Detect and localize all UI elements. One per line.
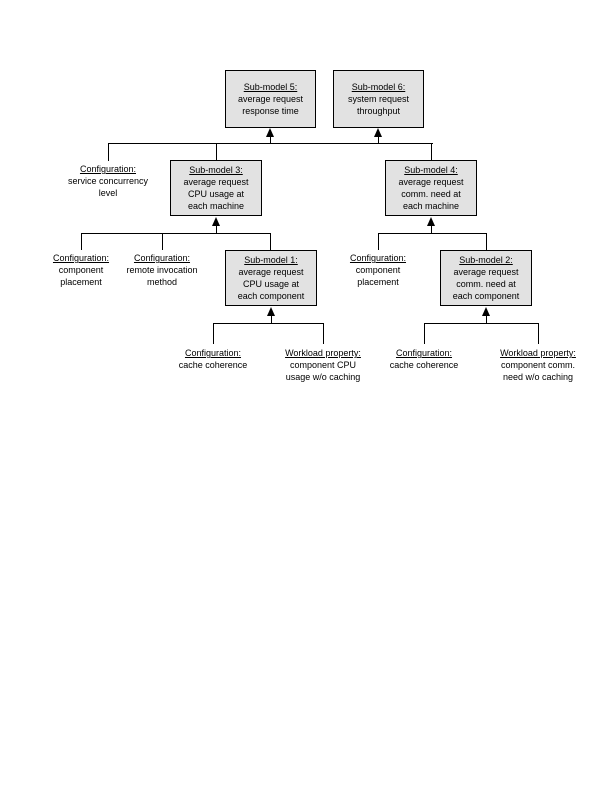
connector-line: [538, 323, 539, 344]
label-line: service concurrency: [67, 176, 149, 186]
box-line: average request: [238, 267, 304, 277]
box-line: response time: [242, 106, 299, 116]
connector-line: [216, 143, 217, 160]
label-line: need w/o caching: [502, 372, 574, 382]
label-title: Workload property:: [500, 348, 576, 358]
label-line: component: [58, 265, 104, 275]
box-title: Sub-model 4:: [404, 165, 458, 175]
label-service-concurrency: Configuration: service concurrency level: [53, 163, 163, 199]
label-line: component comm.: [500, 360, 576, 370]
connector-line: [323, 323, 324, 344]
connector-line: [431, 224, 432, 234]
box-line: average request: [453, 267, 519, 277]
box-line: each component: [452, 291, 520, 301]
box-title: Sub-model 2:: [459, 255, 513, 265]
label-title: Configuration:: [79, 164, 137, 174]
label-line: component: [355, 265, 401, 275]
arrow-up-icon: [374, 128, 382, 137]
label-cache-coherence-left: Configuration: cache coherence: [158, 347, 268, 371]
box-line: comm. need at: [456, 279, 516, 289]
label-line: placement: [357, 277, 399, 287]
arrow-up-icon: [267, 307, 275, 316]
connector-line: [213, 323, 214, 344]
arrow-up-icon: [266, 128, 274, 137]
box-line: each machine: [402, 201, 460, 211]
box-line: each machine: [187, 201, 245, 211]
connector-line: [486, 314, 487, 324]
label-component-placement-right: Configuration: component placement: [323, 252, 433, 288]
box-line: average request: [183, 177, 249, 187]
box-title: Sub-model 1:: [244, 255, 298, 265]
label-line: remote invocation: [126, 265, 198, 275]
box-sub-model-6: Sub-model 6: system request throughput: [333, 70, 424, 128]
label-cache-coherence-right: Configuration: cache coherence: [369, 347, 479, 371]
label-line: method: [146, 277, 178, 287]
connector-line: [271, 314, 272, 324]
label-title: Configuration:: [349, 253, 407, 263]
box-sub-model-4: Sub-model 4: average request comm. need …: [385, 160, 477, 216]
label-line: cache coherence: [178, 360, 248, 370]
connector-line: [81, 233, 82, 250]
box-title: Sub-model 6:: [351, 82, 406, 92]
box-sub-model-3: Sub-model 3: average request CPU usage a…: [170, 160, 262, 216]
label-title: Configuration:: [52, 253, 110, 263]
connector-line: [486, 233, 487, 250]
arrow-up-icon: [482, 307, 490, 316]
connector-line: [216, 224, 217, 234]
label-line: component CPU: [289, 360, 357, 370]
box-title: Sub-model 5:: [243, 82, 298, 92]
connector-line: [431, 143, 432, 160]
label-line: placement: [60, 277, 102, 287]
label-component-placement-left: Configuration: component placement: [26, 252, 136, 288]
connector-line: [424, 323, 425, 344]
connector-line: [424, 323, 539, 324]
connector-line: [213, 323, 323, 324]
connector-line: [81, 233, 271, 234]
box-line: CPU usage at: [187, 189, 245, 199]
box-title: Sub-model 3:: [189, 165, 243, 175]
arrow-up-icon: [427, 217, 435, 226]
label-line: usage w/o caching: [285, 372, 361, 382]
connector-line: [108, 143, 109, 161]
box-line: CPU usage at: [242, 279, 300, 289]
label-title: Workload property:: [285, 348, 361, 358]
box-sub-model-1: Sub-model 1: average request CPU usage a…: [225, 250, 317, 306]
label-title: Configuration:: [184, 348, 242, 358]
label-comm-need-wo-caching: Workload property: component comm. need …: [483, 347, 593, 383]
label-line: level: [98, 188, 118, 198]
connector-line: [162, 233, 163, 250]
box-line: each component: [237, 291, 305, 301]
connector-line: [378, 233, 379, 250]
label-line: cache coherence: [389, 360, 459, 370]
connector-line: [378, 134, 379, 144]
box-line: average request: [237, 94, 304, 104]
connector-line: [270, 134, 271, 144]
arrow-up-icon: [212, 217, 220, 226]
box-line: comm. need at: [401, 189, 461, 199]
label-title: Configuration:: [133, 253, 191, 263]
box-sub-model-2: Sub-model 2: average request comm. need …: [440, 250, 532, 306]
box-line: average request: [398, 177, 464, 187]
box-line: system request: [347, 94, 410, 104]
box-line: throughput: [356, 106, 401, 116]
box-sub-model-5: Sub-model 5: average request response ti…: [225, 70, 316, 128]
label-cpu-usage-wo-caching: Workload property: component CPU usage w…: [268, 347, 378, 383]
label-remote-invocation: Configuration: remote invocation method: [107, 252, 217, 288]
connector-line: [378, 233, 486, 234]
label-title: Configuration:: [395, 348, 453, 358]
connector-line: [270, 233, 271, 250]
